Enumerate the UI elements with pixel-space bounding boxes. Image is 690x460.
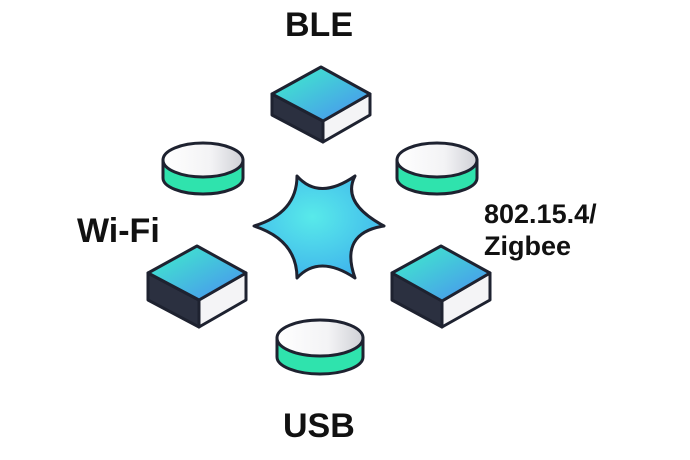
top-left-cylinder-icon	[161, 141, 245, 196]
star-hub-icon	[252, 174, 386, 280]
top-right-cylinder-icon	[395, 141, 479, 196]
zigbee-cube-icon	[390, 244, 492, 329]
usb-cylinder-icon	[275, 318, 365, 376]
ble-cube-icon	[270, 65, 372, 144]
zigbee-label-line1: 802.15.4/	[484, 199, 597, 229]
ble-label: BLE	[285, 6, 353, 44]
wifi-label: Wi-Fi	[77, 212, 160, 250]
zigbee-label: 802.15.4/ Zigbee	[484, 198, 597, 262]
wifi-cube-icon	[146, 244, 248, 329]
usb-label: USB	[283, 407, 355, 445]
zigbee-label-line2: Zigbee	[484, 231, 572, 261]
